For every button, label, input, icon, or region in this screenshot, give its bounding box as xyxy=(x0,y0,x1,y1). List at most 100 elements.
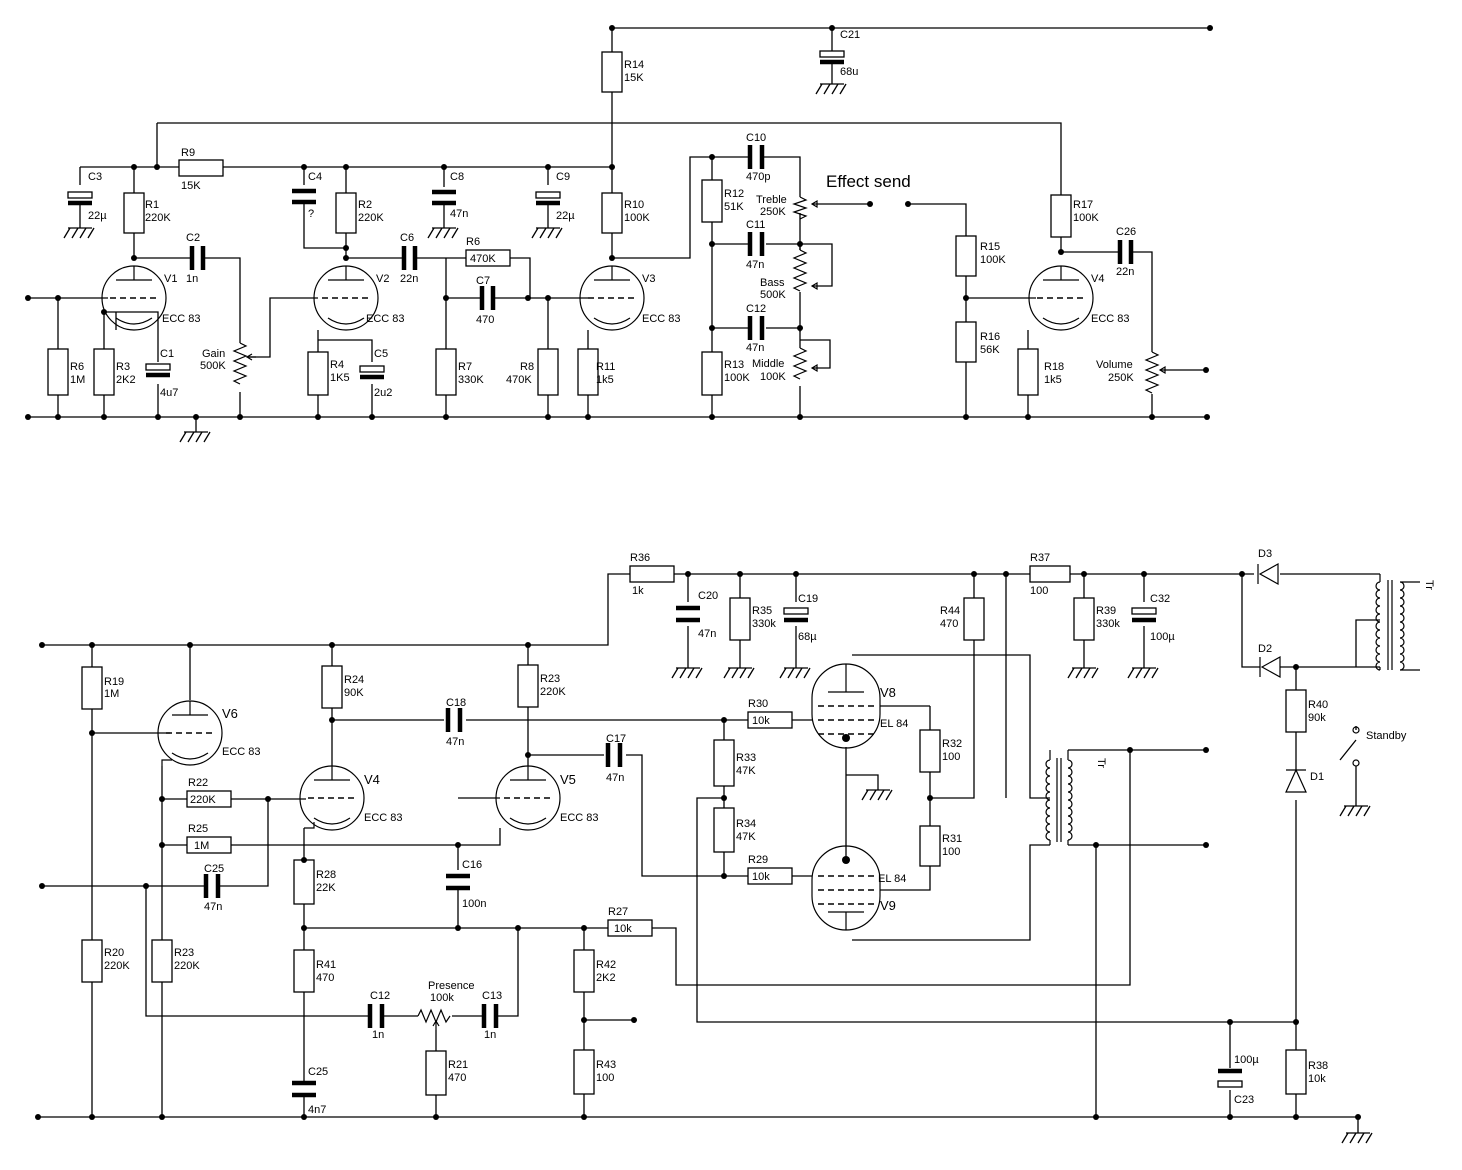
label-ref: R15 xyxy=(980,241,1000,253)
label-value: 100 xyxy=(1030,585,1048,597)
label-value: 470 xyxy=(316,972,334,984)
label-value: 10k xyxy=(1308,1073,1326,1085)
label-value: 470p xyxy=(746,171,770,183)
label-value: 90K xyxy=(344,687,364,699)
label-value: 330K xyxy=(458,374,484,386)
label-ref: C25 xyxy=(308,1066,328,1078)
label-ref: C12 xyxy=(746,303,766,315)
label-ref: C7 xyxy=(476,275,490,287)
label-value: ? xyxy=(308,208,314,220)
label-ref: C17 xyxy=(606,733,626,745)
label-ref: Volume xyxy=(1096,359,1133,371)
label-value: 15K xyxy=(624,72,644,84)
label-ref: R25 xyxy=(188,823,208,835)
transformer-label: Tr xyxy=(1423,580,1435,590)
label-value: 90k xyxy=(1308,712,1326,724)
label-value: ECC 83 xyxy=(366,313,405,325)
label-ref: Gain xyxy=(202,348,225,360)
label-value: ECC 83 xyxy=(1091,313,1130,325)
label-value: 1K5 xyxy=(330,372,350,384)
label-value: 470K xyxy=(506,374,532,386)
label-value: 330k xyxy=(752,618,776,630)
label-ref: R14 xyxy=(624,59,644,71)
label-value: 100K xyxy=(980,254,1006,266)
label-value: 10k xyxy=(752,871,770,883)
label-value: 22n xyxy=(400,273,418,285)
label-ref: R20 xyxy=(104,947,124,959)
label-ref: R43 xyxy=(596,1059,616,1071)
label-ref: R40 xyxy=(1308,699,1328,711)
label-value: EL 84 xyxy=(878,873,906,885)
label-value: 2K2 xyxy=(116,374,136,386)
label-ref: R6 xyxy=(70,361,84,373)
label-ref: R39 xyxy=(1096,605,1116,617)
label-ref: R10 xyxy=(624,199,644,211)
label-ref: Middle xyxy=(752,358,784,370)
label-value: 100 xyxy=(942,751,960,763)
label-value: 2K2 xyxy=(596,972,616,984)
bottom-junctions xyxy=(35,571,1361,1120)
diode-label: D3 xyxy=(1258,548,1272,560)
label-ref: V4 xyxy=(364,772,380,787)
label-ref: Bass xyxy=(760,277,785,289)
label-ref: R12 xyxy=(724,188,744,200)
label-ref: R18 xyxy=(1044,361,1064,373)
label-value: 56K xyxy=(980,344,1000,356)
diode-label: D1 xyxy=(1310,771,1324,783)
label-ref: C23 xyxy=(1234,1094,1254,1106)
label-ref: C3 xyxy=(88,171,102,183)
top-junctions xyxy=(25,25,1213,420)
label-ref: R2 xyxy=(358,199,372,211)
label-value: ECC 83 xyxy=(642,313,681,325)
label-ref: R44 xyxy=(940,605,960,617)
label-value: 220K xyxy=(540,686,566,698)
tube-v6 xyxy=(157,700,223,766)
label-ref: V8 xyxy=(880,685,896,700)
label-ref: V3 xyxy=(642,273,655,285)
label-ref: R42 xyxy=(596,959,616,971)
label-ref: R17 xyxy=(1073,199,1093,211)
label-value: 220K xyxy=(145,212,171,224)
label-value: 47n xyxy=(446,736,464,748)
label-ref: V9 xyxy=(880,898,896,913)
label-ref: C2 xyxy=(186,232,200,244)
label-value: 1k xyxy=(632,585,644,597)
label-value: ECC 83 xyxy=(560,812,599,824)
label-ref: V4 xyxy=(1091,273,1104,285)
label-ref: V1 xyxy=(164,273,177,285)
label-value: 47n xyxy=(606,772,624,784)
label-ref: R22 xyxy=(188,777,208,789)
label-value: 250K xyxy=(1108,372,1134,384)
tube-v3 xyxy=(579,265,645,331)
label-value: 220K xyxy=(358,212,384,224)
label-ref: C26 xyxy=(1116,226,1136,238)
label-value: 100µ xyxy=(1234,1054,1259,1066)
label-value: 100 xyxy=(596,1072,614,1084)
label-ref: R35 xyxy=(752,605,772,617)
bottom-wires xyxy=(38,573,1380,1118)
label-value: 100K xyxy=(760,371,786,383)
label-value: 1k5 xyxy=(1044,374,1062,386)
label-ref: C12 xyxy=(370,990,390,1002)
label-ref: C6 xyxy=(400,232,414,244)
label-ref: C32 xyxy=(1150,593,1170,605)
label-ref: R23 xyxy=(540,673,560,685)
label-ref: R27 xyxy=(608,906,628,918)
label-ref: C19 xyxy=(798,593,818,605)
bottom-components xyxy=(81,562,1420,1144)
label-ref: C8 xyxy=(450,171,464,183)
label-ref: R9 xyxy=(181,147,195,159)
label-ref: R30 xyxy=(748,698,768,710)
label-value: 10k xyxy=(614,923,632,935)
label-ref: R11 xyxy=(596,361,615,373)
label-value: 220K xyxy=(104,960,130,972)
label-value: 22µ xyxy=(88,210,107,222)
label-value: 47n xyxy=(746,259,764,271)
label-value: 2u2 xyxy=(374,387,392,399)
label-value: 100K xyxy=(1073,212,1099,224)
label-ref: R28 xyxy=(316,869,336,881)
label-value: 330k xyxy=(1096,618,1120,630)
label-ref: C20 xyxy=(698,590,718,602)
label-ref: C16 xyxy=(462,859,482,871)
